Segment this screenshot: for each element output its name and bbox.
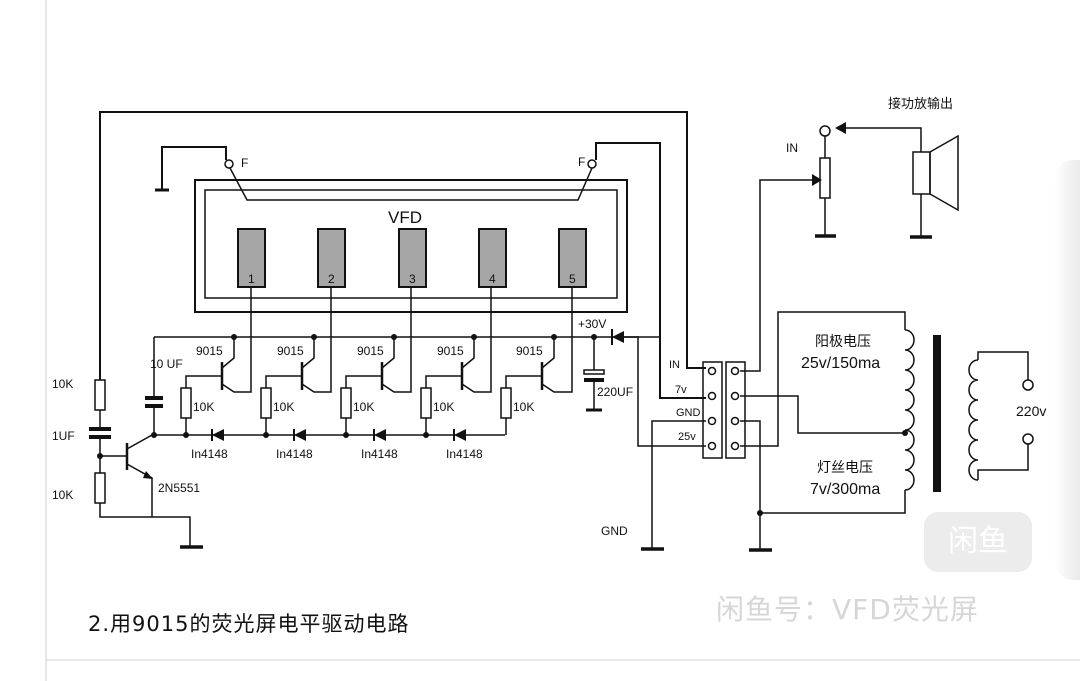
transistor-label-1: 9015 bbox=[196, 344, 223, 358]
transistor-label-2n5551: 2N5551 bbox=[158, 481, 200, 495]
transformer-core bbox=[933, 335, 941, 492]
watermark-text: 闲鱼号：VFD荧光屏 bbox=[716, 593, 979, 626]
amp-input-section bbox=[740, 122, 959, 372]
cap-1uf bbox=[89, 427, 111, 431]
diode-label-1: In4148 bbox=[191, 447, 228, 461]
grid-label-4: 4 bbox=[489, 272, 496, 286]
transformer bbox=[740, 311, 1034, 552]
connector-label-7v: 7v bbox=[675, 384, 687, 396]
supply-section bbox=[583, 329, 706, 447]
connector-block bbox=[641, 361, 746, 551]
supply-label-gnd: GND bbox=[601, 524, 628, 538]
diagram-caption: 2.用9015的荧光屏电平驱动电路 bbox=[88, 612, 410, 636]
diode-label-4: In4148 bbox=[446, 447, 483, 461]
connector-right bbox=[725, 361, 746, 459]
page-edge-shade bbox=[1054, 160, 1080, 580]
filament-voltage-title: 灯丝电压 bbox=[817, 459, 873, 475]
cap-label-10uf: 10 UF bbox=[150, 357, 183, 371]
connector-label-25v: 25v bbox=[678, 431, 696, 443]
filament-terminal-right bbox=[587, 159, 597, 169]
diode-2 bbox=[294, 429, 306, 441]
potentiometer bbox=[819, 157, 831, 199]
filament-terminal-left bbox=[224, 159, 234, 169]
secondary-coil bbox=[904, 329, 915, 491]
speaker-icon bbox=[912, 151, 931, 195]
grid-4 bbox=[478, 228, 507, 288]
input-stage bbox=[89, 379, 203, 549]
mains-terminal-top bbox=[1022, 379, 1034, 391]
resistor-label-4: 10K bbox=[433, 400, 454, 414]
filament-label-right: F bbox=[578, 155, 585, 169]
transistor-label-4: 9015 bbox=[437, 344, 464, 358]
grid-3 bbox=[398, 228, 427, 288]
vfd-title: VFD bbox=[388, 208, 422, 227]
anode-voltage-value: 25v/150ma bbox=[801, 355, 880, 372]
grid-label-5: 5 bbox=[569, 272, 576, 286]
connector-left bbox=[702, 361, 723, 459]
mains-voltage-label: 220v bbox=[1016, 403, 1046, 419]
resistor-label-input-top: 10K bbox=[52, 377, 73, 391]
driver-section bbox=[145, 336, 610, 441]
resistor-label-1: 10K bbox=[193, 400, 214, 414]
resistor-label-input-bottom: 10K bbox=[52, 488, 73, 502]
cap-label-1uf: 1UF bbox=[52, 429, 75, 443]
amp-in-label: IN bbox=[786, 141, 798, 155]
anode-voltage-title: 阳极电压 bbox=[815, 333, 871, 349]
vfd-tube bbox=[194, 167, 628, 313]
filament-left-wire bbox=[161, 146, 227, 190]
top-signal-wire bbox=[99, 111, 706, 380]
diode-1 bbox=[212, 429, 224, 441]
diode-label-2: In4148 bbox=[276, 447, 313, 461]
diode-label-3: In4148 bbox=[361, 447, 398, 461]
transistor-label-5: 9015 bbox=[516, 344, 543, 358]
resistor-label-2: 10K bbox=[273, 400, 294, 414]
primary-coil bbox=[968, 359, 979, 481]
supply-label-30v: +30V bbox=[578, 317, 606, 331]
connector-label-in: IN bbox=[669, 359, 680, 371]
connector-label-gnd: GND bbox=[676, 407, 701, 419]
watermark-logo: 闲鱼 bbox=[924, 512, 1032, 572]
transistor-label-2: 9015 bbox=[277, 344, 304, 358]
resistor-10k-top bbox=[94, 379, 106, 411]
grid-2 bbox=[317, 228, 346, 288]
amp-title: 接功放输出 bbox=[888, 96, 953, 111]
filament-label-left: F bbox=[241, 156, 248, 170]
amp-terminal bbox=[819, 125, 831, 137]
cap-220uf bbox=[583, 369, 605, 375]
cap-label-220uf: 220UF bbox=[597, 385, 633, 399]
grid-label-3: 3 bbox=[409, 272, 416, 286]
resistor-label-5: 10K bbox=[513, 400, 534, 414]
resistor-label-3: 10K bbox=[353, 400, 374, 414]
diode-3 bbox=[374, 429, 386, 441]
mains-terminal-bottom bbox=[1022, 433, 1034, 445]
resistor-10k-bottom bbox=[94, 472, 106, 504]
filament-wire bbox=[229, 167, 593, 201]
grid-label-1: 1 bbox=[248, 272, 255, 286]
transistor-label-3: 9015 bbox=[357, 344, 384, 358]
filament-right-wire bbox=[595, 142, 706, 399]
supply-diode bbox=[612, 331, 624, 343]
grid-label-2: 2 bbox=[328, 272, 335, 286]
cap-10uf bbox=[145, 396, 163, 400]
diode-4 bbox=[454, 429, 466, 441]
grid-5 bbox=[558, 228, 587, 288]
filament-voltage-value: 7v/300ma bbox=[810, 481, 880, 498]
